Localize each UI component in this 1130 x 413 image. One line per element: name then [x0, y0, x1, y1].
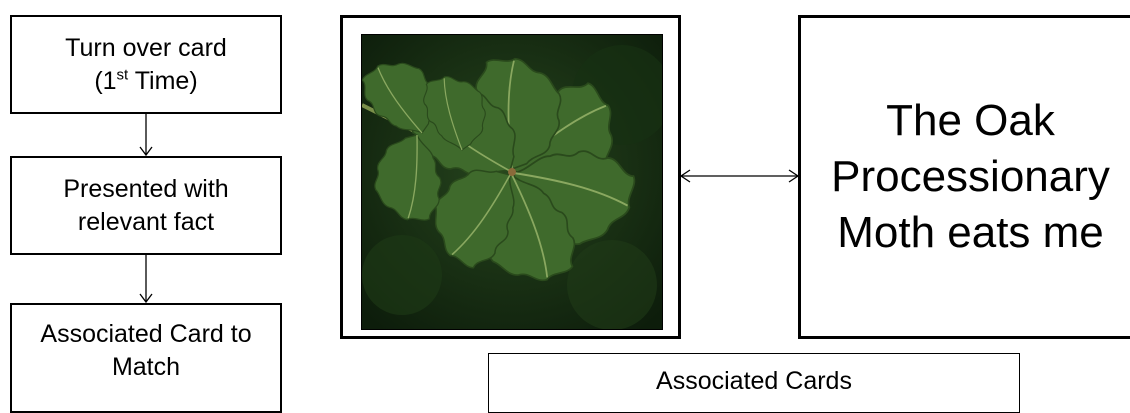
connector-arrows — [0, 0, 1130, 399]
